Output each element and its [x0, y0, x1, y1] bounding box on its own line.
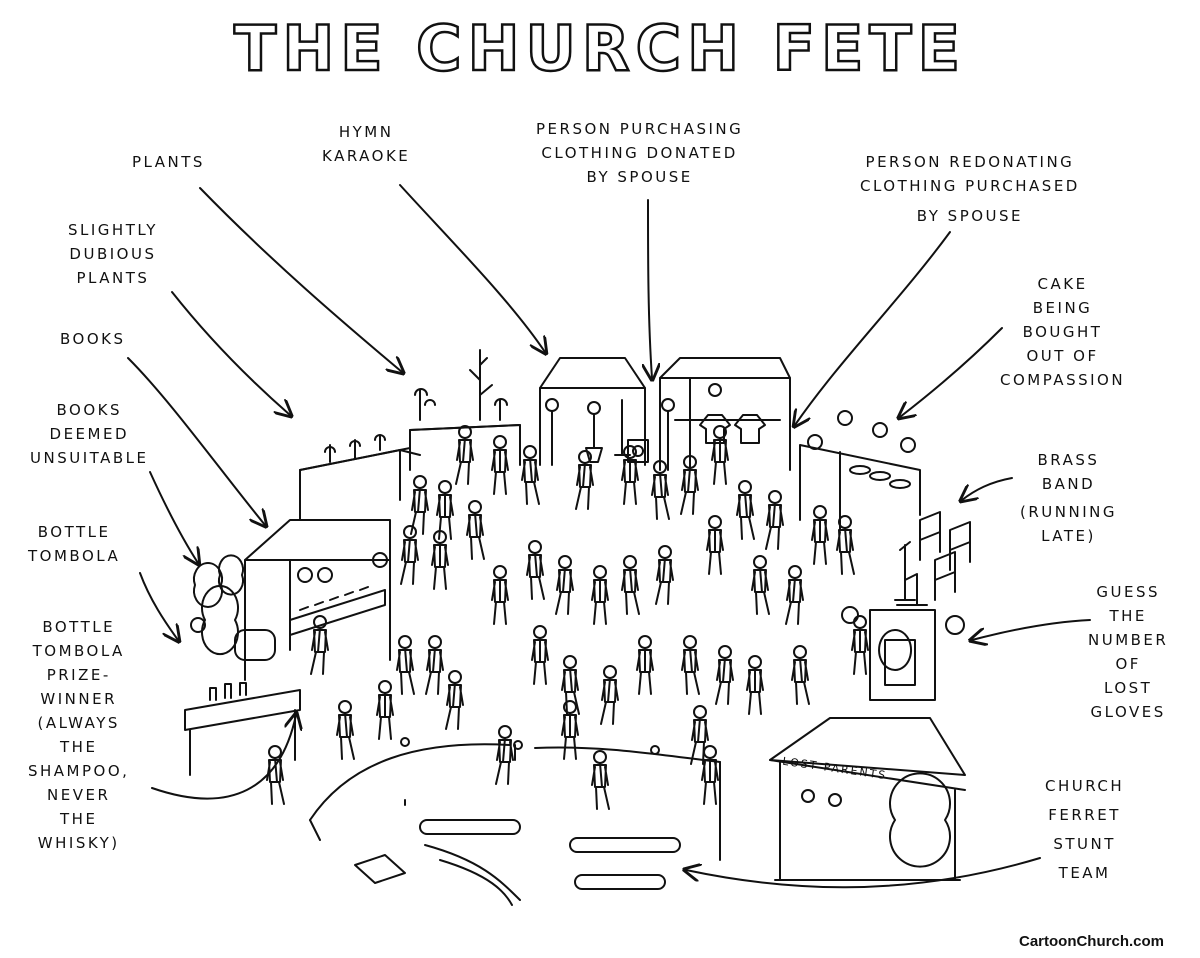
- label-brass-band: BRASS BAND (RUNNING LATE): [1020, 451, 1117, 545]
- crowd-person: [555, 555, 574, 615]
- label-ferret-stunt-team: CHURCH FERRET STUNT TEAM: [1045, 777, 1125, 882]
- label-plants: PLANTS: [132, 153, 205, 171]
- label-cake-compassion: CAKE BEING BOUGHT OUT OF COMPASSION: [1000, 275, 1126, 389]
- cake-stall: [799, 410, 921, 531]
- brass-band-chairs: [894, 511, 971, 606]
- karaoke-tent: [539, 357, 649, 466]
- clothing-stall: [659, 357, 791, 471]
- crowd-person: [455, 425, 474, 485]
- label-person-purchasing: PERSON PURCHASING CLOTHING DONATED BY SP…: [536, 120, 744, 186]
- crowd-person: [711, 425, 729, 485]
- crowd-person: [526, 540, 545, 600]
- lost-gloves-jar: [841, 606, 965, 701]
- crowd-person: [681, 635, 700, 695]
- crowd-person: [791, 645, 810, 705]
- label-bottle-tombola: BOTTLE TOMBOLA: [28, 523, 121, 565]
- arrow-prize: [151, 715, 296, 800]
- bottle-tombola-stall: [184, 554, 301, 776]
- annotation-arrows: [127, 184, 1091, 889]
- crowd-person: [785, 565, 804, 625]
- crowd-person: [575, 450, 594, 510]
- arrow-brass: [962, 477, 1013, 500]
- crowd-person: [491, 435, 509, 495]
- label-books: BOOKS: [60, 330, 126, 348]
- arrow-books: [127, 357, 265, 525]
- label-hymn-karaoke: HYMN KARAOKE: [322, 123, 411, 165]
- crowd-person: [736, 480, 755, 540]
- crowd-person: [266, 745, 285, 805]
- crowd-person: [746, 655, 764, 715]
- crowd-person: [655, 545, 674, 605]
- crowd-person: [466, 500, 485, 560]
- label-person-redonating: PERSON REDONATING CLOTHING PURCHASED BY …: [860, 153, 1080, 225]
- books-stall: [244, 519, 391, 681]
- crowd-person: [445, 670, 464, 730]
- crowd-person: [531, 625, 549, 685]
- crowd-person: [621, 445, 639, 505]
- crowd-person: [690, 705, 709, 765]
- arrow-hymn: [399, 184, 545, 352]
- arrow-ferret: [686, 857, 1041, 889]
- crowd-person: [436, 480, 454, 540]
- arrow-cake: [900, 327, 1003, 417]
- label-slightly-dubious-plants: SLIGHTLY DUBIOUS PLANTS: [68, 221, 158, 287]
- crowd-person: [495, 725, 514, 785]
- crowd-person: [591, 565, 609, 625]
- arrow-redonating: [795, 231, 951, 425]
- crowd-person: [376, 680, 394, 740]
- label-guess-lost-gloves: GUESS THE NUMBER OF LOST GLOVES: [1088, 583, 1169, 721]
- arrow-tombola: [139, 572, 178, 640]
- crowd-person: [851, 615, 869, 675]
- plants-stall: [299, 349, 521, 521]
- crowd-person: [600, 665, 619, 725]
- crowd-person: [636, 635, 654, 695]
- crowd-person: [651, 460, 670, 520]
- crowd-person: [431, 530, 449, 590]
- arrow-unsuitable: [149, 471, 198, 563]
- crowd-person: [425, 635, 444, 695]
- crowd-person: [310, 615, 329, 675]
- crowd-person: [336, 700, 355, 760]
- crowd-person: [621, 555, 640, 615]
- lost-parents-tent: [769, 717, 966, 881]
- crowd-person: [715, 645, 734, 705]
- site-credit: CartoonChurch.com: [1018, 933, 1164, 950]
- crowd-person: [811, 505, 829, 565]
- ferret-course: [309, 737, 721, 906]
- crowd-person: [751, 555, 770, 615]
- crowd-person: [701, 745, 719, 805]
- crowd-of-people: [266, 425, 869, 810]
- cartoon-title: THE CHURCH FETE: [233, 11, 966, 87]
- crowd-person: [765, 490, 784, 550]
- arrow-purchasing: [648, 199, 652, 378]
- arrow-plants: [199, 187, 402, 372]
- arrow-slightly: [171, 291, 290, 415]
- crowd-person: [680, 455, 699, 515]
- crowd-person: [836, 515, 855, 575]
- crowd-person: [521, 445, 540, 505]
- label-books-deemed-unsuitable: BOOKS DEEMED UNSUITABLE: [30, 401, 149, 467]
- crowd-person: [491, 565, 509, 625]
- label-prize-winner: BOTTLE TOMBOLA PRIZE- WINNER (ALWAYS THE…: [28, 618, 130, 852]
- crowd-person: [706, 515, 724, 575]
- crowd-person: [561, 700, 579, 760]
- crowd-person: [400, 525, 419, 585]
- arrow-gloves: [972, 619, 1091, 640]
- crowd-person: [591, 750, 610, 810]
- crowd-person: [410, 475, 429, 535]
- crowd-person: [396, 635, 415, 695]
